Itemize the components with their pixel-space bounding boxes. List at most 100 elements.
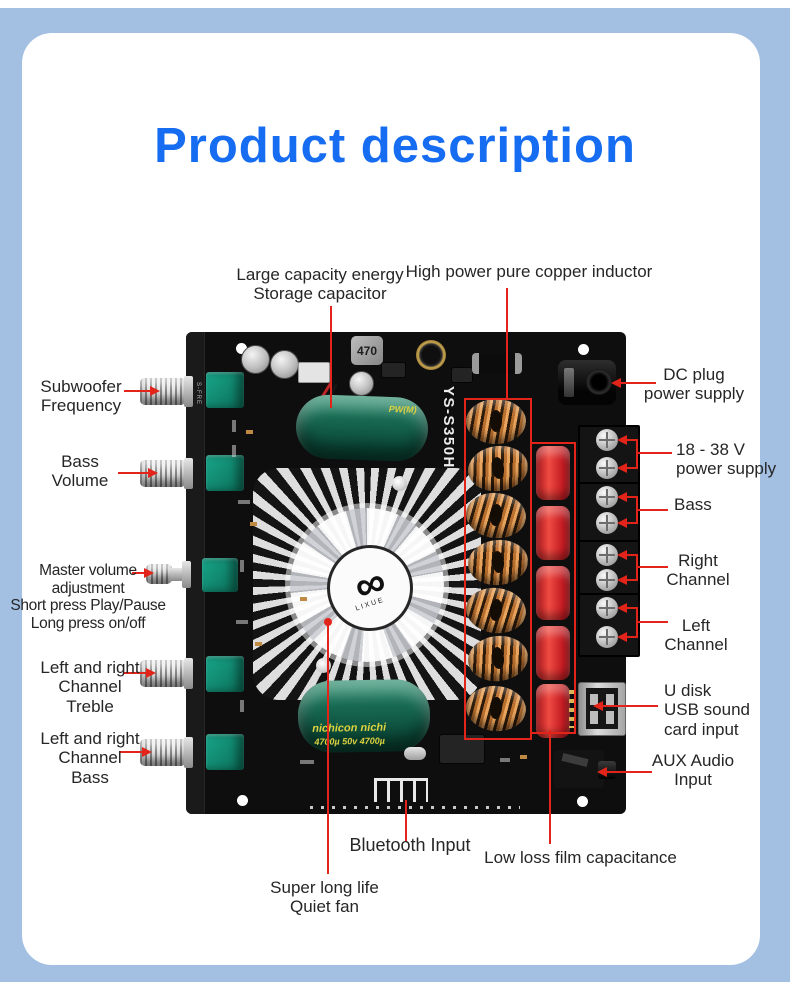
annotation-arrow-lr-bass xyxy=(120,751,144,753)
annotation-bracket xyxy=(626,579,638,581)
smd-component xyxy=(246,430,253,434)
potentiometer xyxy=(206,455,244,491)
terminal-screw xyxy=(596,569,618,591)
smd-component xyxy=(255,642,262,646)
label-bluetooth-input: Bluetooth Input xyxy=(349,835,471,855)
arrowhead-icon xyxy=(617,632,627,642)
fan-hub: ∞ LIXUE xyxy=(327,545,413,631)
terminal-screw xyxy=(596,626,618,648)
crystal-oscillator xyxy=(404,747,426,760)
label-right-channel: Right Channel xyxy=(666,551,730,590)
mounting-hole xyxy=(237,795,248,806)
annotation-bracket xyxy=(626,636,638,638)
dc-jack xyxy=(558,360,616,405)
filter-capacitor: nichicon nichi 4700µ 50v 4700µ xyxy=(297,678,431,754)
film-capacitor xyxy=(536,506,570,560)
silkscreen-mark xyxy=(300,760,314,764)
usb-contact xyxy=(606,694,614,705)
mounting-hole xyxy=(578,344,589,355)
annotation-bracket xyxy=(636,496,638,524)
film-capacitor xyxy=(536,626,570,680)
arrowhead-icon xyxy=(617,550,627,560)
annotation-arrow-aux xyxy=(606,771,652,773)
annotation-bracket xyxy=(638,452,672,454)
film-capacitor xyxy=(536,446,570,500)
arrowhead-icon xyxy=(617,492,627,502)
heatsink-peg xyxy=(392,476,407,491)
page-title: Product description xyxy=(154,119,636,173)
silkscreen-mark xyxy=(240,560,244,572)
terminal-screw xyxy=(596,544,618,566)
toroidal-inductor xyxy=(466,399,526,444)
annotation-bracket xyxy=(626,439,638,441)
annotation-line-storage-capacitor xyxy=(330,306,332,408)
usb-contact xyxy=(590,694,598,705)
arrowhead-icon xyxy=(593,701,603,711)
annotation-line-film-capacitance xyxy=(549,730,551,844)
ic-chip xyxy=(452,368,472,382)
annotation-arrow-usb xyxy=(602,705,658,707)
annotation-line-bluetooth xyxy=(405,800,407,842)
diode xyxy=(472,353,522,374)
potentiometer xyxy=(206,656,244,692)
solder-pads xyxy=(310,806,520,809)
annotation-bracket xyxy=(636,439,638,469)
bluetooth-antenna xyxy=(374,778,428,802)
annotation-bracket xyxy=(626,522,638,524)
silkscreen-mark xyxy=(236,620,248,624)
film-capacitor xyxy=(536,566,570,620)
terminal-screw xyxy=(596,429,618,451)
smd-inductor: 470 xyxy=(351,336,383,365)
aux-jack xyxy=(554,750,616,788)
smd-component xyxy=(250,522,257,526)
silkscreen-text: S-FRE xyxy=(195,382,201,405)
arrowhead-icon xyxy=(617,603,627,613)
annotation-bracket xyxy=(626,554,638,556)
annotation-bracket xyxy=(626,607,638,609)
silkscreen-mark xyxy=(232,420,236,432)
annotation-bracket xyxy=(638,509,668,511)
annotation-bracket xyxy=(636,607,638,638)
label-left-channel: Left Channel xyxy=(664,616,728,655)
electrolytic-capacitor xyxy=(270,350,299,379)
label-quiet-fan: Super long life Quiet fan xyxy=(270,878,379,917)
label-usb-input: U disk USB sound card input xyxy=(664,681,750,739)
annotation-arrow-dc-plug xyxy=(620,382,656,384)
arrowhead-icon xyxy=(146,668,156,678)
knob-collar xyxy=(184,658,193,689)
label-lr-bass: Left and right Channel Bass xyxy=(40,729,140,787)
annotation-bracket xyxy=(626,496,638,498)
label-aux-input: AUX Audio Input xyxy=(651,751,735,790)
knob-collar xyxy=(182,561,191,588)
film-capacitor xyxy=(536,684,570,738)
encoder-shaft xyxy=(170,568,183,581)
knob-collar xyxy=(184,458,193,489)
label-copper-inductor: High power pure copper inductor xyxy=(405,262,653,281)
label-film-capacitance: Low loss film capacitance xyxy=(484,848,677,867)
annotation-dot-fan xyxy=(324,618,332,626)
annotation-arrow-treble xyxy=(124,672,148,674)
silkscreen-mark xyxy=(238,500,250,504)
arrowhead-icon xyxy=(617,518,627,528)
terminal-screw xyxy=(596,597,618,619)
capacitor-print: 4700µ 50v 4700µ xyxy=(314,735,385,747)
annotation-bracket xyxy=(636,554,638,581)
usb-contact xyxy=(606,711,614,724)
label-dc-plug: DC plug power supply xyxy=(643,365,745,404)
knob-collar xyxy=(184,376,193,407)
annotation-arrow-subwoofer xyxy=(124,390,152,392)
storage-capacitor: PW(M) xyxy=(294,393,430,463)
potentiometer xyxy=(206,734,244,770)
arrowhead-icon xyxy=(142,747,152,757)
silkscreen-mark xyxy=(240,700,244,712)
label-power-supply-voltage: 18 - 38 V power supply xyxy=(676,440,777,479)
label-bass-volume: Bass Volume xyxy=(51,452,109,491)
electrolytic-capacitor xyxy=(241,345,270,374)
knob-collar xyxy=(184,737,193,768)
terminal-screw xyxy=(596,512,618,534)
label-bass-output: Bass xyxy=(674,495,712,514)
annotation-line-fan xyxy=(327,622,329,874)
electrolytic-capacitor xyxy=(416,340,446,370)
usb-contact xyxy=(590,711,598,724)
